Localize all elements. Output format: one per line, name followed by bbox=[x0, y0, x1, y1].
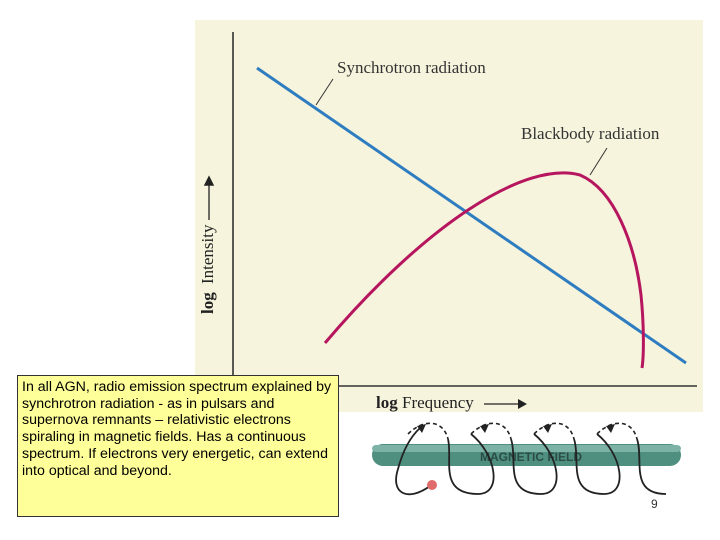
blackbody-curve bbox=[323, 171, 645, 369]
svg-text:log Intensity: log Intensity bbox=[198, 224, 217, 314]
magnetic-field-label: MAGNETIC FIELD bbox=[480, 450, 582, 464]
synchrotron-pointer bbox=[315, 78, 334, 106]
x-axis-label: log Frequency bbox=[376, 393, 528, 413]
x-axis-arrow bbox=[484, 399, 527, 410]
magnetic-field-illustration: MAGNETIC FIELD bbox=[368, 414, 683, 510]
x-axis-label-prefix: log bbox=[376, 393, 398, 412]
electron-dot bbox=[427, 480, 437, 490]
blackbody-pointer bbox=[589, 147, 608, 176]
synchrotron-curve bbox=[256, 66, 687, 365]
x-axis-label-text: Frequency bbox=[401, 393, 474, 412]
y-axis-label: log Intensity bbox=[198, 224, 217, 314]
blackbody-label: Blackbody radiation bbox=[521, 124, 660, 143]
spectrum-diagram: log Intensity Synchrotron radiation Blac… bbox=[195, 20, 703, 412]
page-number: 9 bbox=[651, 497, 658, 511]
spiral-front bbox=[395, 427, 667, 496]
explanation-note: In all AGN, radio emission spectrum expl… bbox=[17, 375, 339, 517]
spectrum-svg: log Intensity Synchrotron radiation Blac… bbox=[198, 32, 697, 387]
synchrotron-label: Synchrotron radiation bbox=[337, 58, 486, 77]
